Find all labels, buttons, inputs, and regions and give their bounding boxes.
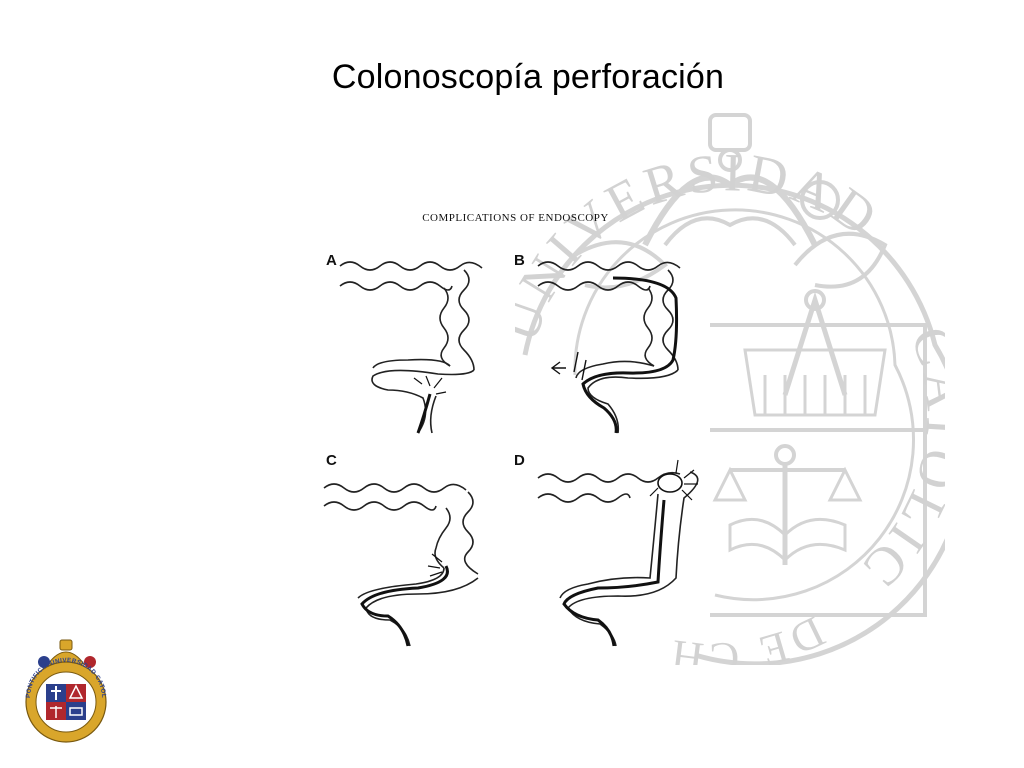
panel-letter: A — [326, 252, 337, 269]
panel-b-illustration — [537, 261, 681, 434]
panel-letter: B — [514, 252, 525, 269]
panel-letter: D — [514, 452, 525, 469]
panel-b: B — [508, 248, 713, 438]
endoscopy-complications-figure: COMPLICATIONS OF ENDOSCOPY A — [318, 208, 713, 648]
panel-letter: C — [326, 452, 337, 469]
panel-c-illustration — [323, 483, 479, 647]
figure-caption: COMPLICATIONS OF ENDOSCOPY — [422, 212, 609, 224]
panel-a-illustration — [339, 261, 483, 434]
panel-d-illustration — [537, 459, 699, 647]
university-seal-watermark: UNIVERSIDAD CATOLICA DE CHILE — [515, 95, 945, 665]
panel-d: D — [508, 448, 713, 648]
panel-c: C — [318, 448, 508, 648]
university-logo: PONTIFICIA UNIVERSIDAD CATOLICA DE CHILE — [20, 636, 107, 743]
panel-a: A — [318, 248, 508, 438]
slide-title: Colonoscopía perforación — [331, 58, 725, 96]
